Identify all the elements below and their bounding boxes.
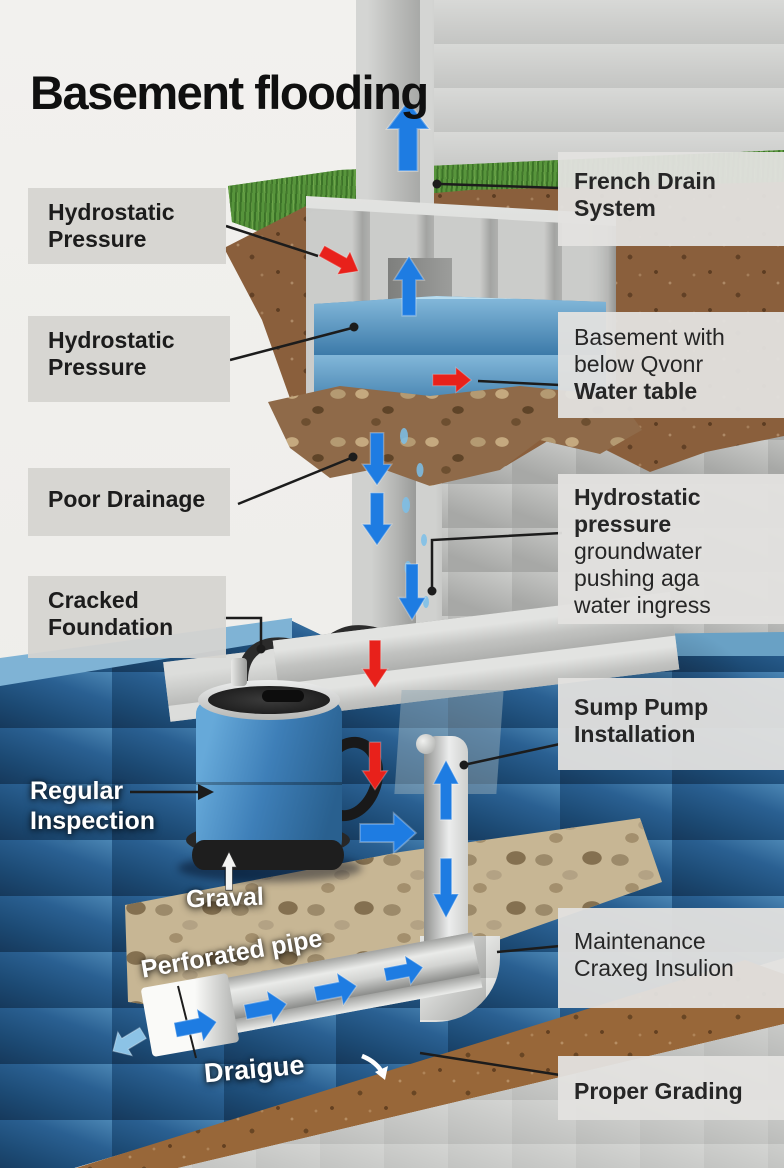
flow-arrow-icon <box>171 1005 221 1047</box>
label-text: Foundation <box>48 614 174 640</box>
leader-hydrostatic-2 <box>229 326 353 362</box>
down-arrow-icon <box>361 492 393 546</box>
pressure-arrow-icon <box>314 238 366 284</box>
down-arrow-icon <box>397 563 427 621</box>
leader-sump-pump <box>467 742 561 766</box>
label-regular-inspection: Regular Inspection <box>30 776 155 836</box>
label-text: Installation <box>574 721 696 747</box>
label-maintenance: Maintenance Craxeg Insulion <box>558 908 784 1008</box>
label-text: Regular <box>30 777 124 805</box>
leader-lines <box>130 182 563 1077</box>
label-text: Cracked <box>48 587 139 613</box>
drainage-arrowhead-icon <box>375 1066 388 1080</box>
pump-lid-handle <box>262 690 304 702</box>
leader-cracked-foundation <box>224 616 263 646</box>
up-arrow-icon <box>432 759 460 821</box>
label-text: Inspection <box>30 807 156 835</box>
label-proper-grading: Proper Grading <box>558 1056 784 1120</box>
flow-arrow-icon <box>311 969 361 1011</box>
leader-poor-drainage <box>237 456 352 506</box>
label-text: Pressure <box>48 226 147 252</box>
label-text: Sump Pump <box>574 694 709 720</box>
leader-proper-grading <box>419 1051 561 1077</box>
pressure-arrow-icon <box>361 741 389 791</box>
label-text: pressure <box>574 511 672 537</box>
label-water-table: Basement with below Qvonr Water table <box>558 312 784 418</box>
label-hydrostatic-pressure-right: Hydrostatic pressure groundwater pushing… <box>558 474 784 624</box>
label-cracked-foundation: Cracked Foundation <box>28 576 226 658</box>
label-hydrostatic-pressure-1: Hydrostatic Pressure <box>28 188 226 264</box>
pressure-arrow-icon <box>361 639 389 689</box>
red-arrows <box>314 238 472 791</box>
label-poor-drainage: Poor Drainage <box>28 468 230 536</box>
leader-maintenance <box>496 944 561 954</box>
leader-hydrostatic-1 <box>225 224 319 258</box>
label-text: Basement with <box>574 324 725 350</box>
label-text: Craxeg Insulion <box>574 955 734 981</box>
down-arrow-icon <box>432 857 460 919</box>
foundation-wall-top <box>356 0 434 206</box>
up-arrow-icon <box>393 255 425 317</box>
label-text: below Qvonr <box>574 351 704 377</box>
flow-arrow-icon <box>381 952 427 990</box>
label-sump-pump: Sump Pump Installation <box>558 678 784 770</box>
leader-hydrostatic-pressure <box>430 531 563 588</box>
label-text: Maintenance <box>574 928 706 954</box>
label-text: Hydrostatic <box>574 484 701 510</box>
pressure-arrow-icon <box>432 366 472 394</box>
label-text: French Drain <box>574 168 716 194</box>
pump-fitting <box>231 658 247 686</box>
label-hydrostatic-pressure-2: Hydrostatic Pressure <box>28 316 230 402</box>
label-text: Hydrostatic <box>48 327 175 353</box>
outflow-arrow-icon <box>105 1020 151 1064</box>
label-text: Hydrostatic <box>48 199 175 225</box>
sump-pump-body <box>196 700 342 860</box>
flow-arrow-icon <box>241 987 291 1029</box>
label-text: pushing aga <box>574 565 700 591</box>
down-arrow-icon <box>361 432 393 486</box>
pipe-top-knob <box>416 734 436 754</box>
right-arrow-icon <box>359 812 417 854</box>
page-title: Basement flooding <box>30 66 429 120</box>
label-text: System <box>574 195 656 221</box>
inspection-arrowhead-icon <box>198 784 214 800</box>
label-text: water ingress <box>574 592 711 618</box>
label-french-drain: French Drain System <box>558 152 784 246</box>
label-text: Pressure <box>48 354 147 380</box>
label-text: Proper Grading <box>574 1078 743 1104</box>
label-text: Poor Drainage <box>48 486 206 512</box>
label-text: Water table <box>574 378 698 404</box>
pump-base <box>192 840 344 870</box>
label-text: groundwater <box>574 538 702 564</box>
leader-french-drain <box>439 182 561 190</box>
label-gravel: Graval <box>185 882 265 914</box>
leader-water-table <box>477 379 561 387</box>
leader-dots <box>198 179 469 800</box>
